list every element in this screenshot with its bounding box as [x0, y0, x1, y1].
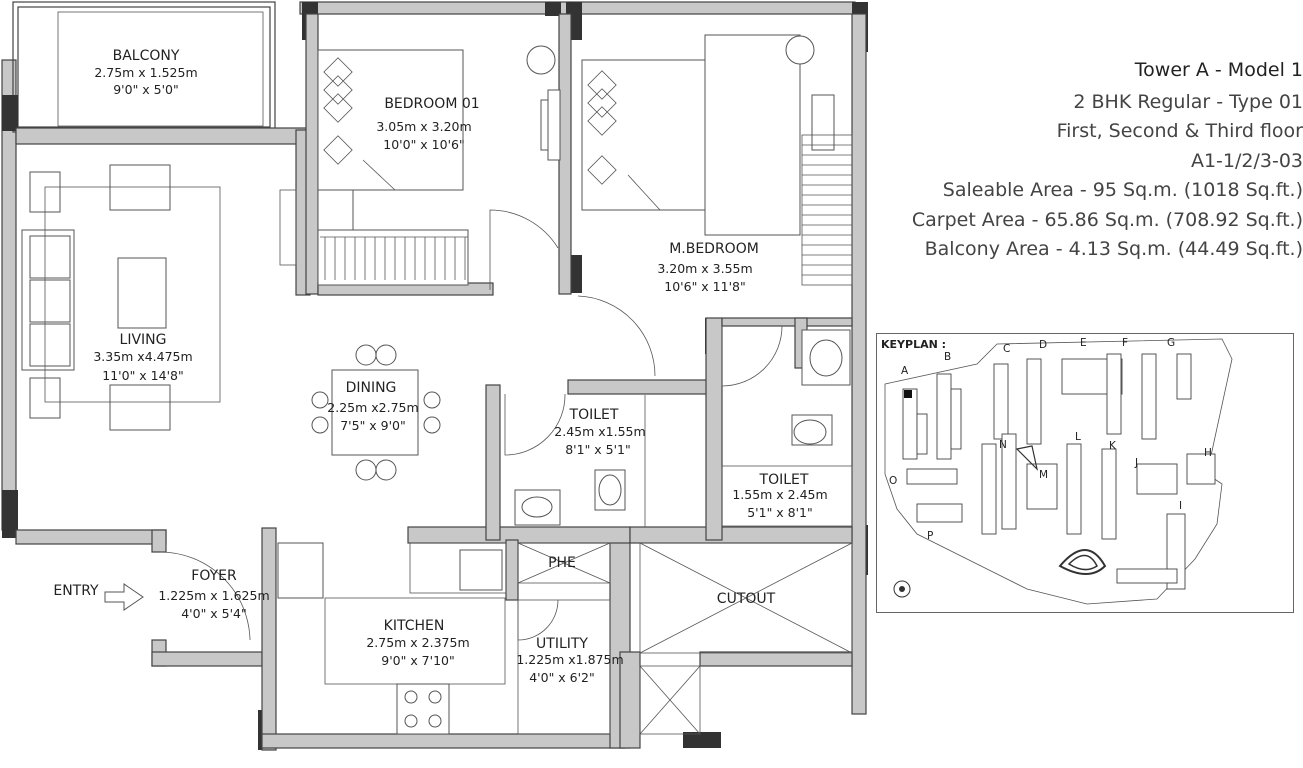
- balcony-metric: 2.75m x 1.525m: [94, 65, 197, 80]
- keyplan-label-j: J: [1134, 457, 1138, 469]
- unit-type: 2 BHK Regular - Type 01: [1073, 90, 1303, 113]
- keyplan-label-m: M: [1039, 469, 1048, 481]
- unit-info-panel: Tower A - Model 1 2 BHK Regular - Type 0…: [843, 56, 1303, 265]
- dining-imperial: 7'5" x 9'0": [340, 418, 406, 433]
- keyplan-label-k: K: [1109, 440, 1117, 452]
- foyer-name: FOYER: [191, 568, 237, 584]
- utility-metric: 1.225m x1.875m: [516, 652, 623, 667]
- keyplan-label-o: O: [889, 475, 897, 487]
- walls: [1, 1, 868, 751]
- keyplan-label-d: D: [1039, 339, 1047, 351]
- kitchen-imperial: 9'0" x 7'10": [381, 653, 454, 668]
- unit-floors: First, Second & Third floor: [1056, 120, 1303, 142]
- balcony-imperial: 9'0" x 5'0": [113, 82, 179, 97]
- bedroom1-metric: 3.05m x 3.20m: [376, 119, 471, 134]
- keyplan-label-e: E: [1080, 337, 1087, 349]
- furniture: [21, 34, 853, 735]
- toilet2-metric: 1.55m x 2.45m: [732, 487, 827, 502]
- balcony-name: BALCONY: [113, 48, 180, 64]
- dining-name: DINING: [346, 380, 397, 396]
- kitchen-metric: 2.75m x 2.375m: [366, 635, 469, 650]
- unit-code: A1-1/2/3-03: [1190, 149, 1303, 172]
- keyplan-label-a: A: [901, 365, 909, 377]
- mbedroom-imperial: 10'6" x 11'8": [664, 279, 745, 294]
- toilet2-name: TOILET: [759, 472, 809, 488]
- living-name: LIVING: [120, 332, 167, 348]
- toilet1-imperial: 8'1" x 5'1": [565, 442, 631, 457]
- living-imperial: 11'0" x 14'8": [102, 368, 183, 383]
- carpet-area: Carpet Area - 65.86 Sq.m. (708.92 Sq.ft.…: [911, 208, 1303, 231]
- balcony-area: Balcony Area - 4.13 Sq.m. (44.49 Sq.ft.): [924, 238, 1303, 260]
- phe-name: PHE: [548, 555, 576, 571]
- utility-name: UTILITY: [536, 636, 588, 652]
- room-labels: BALCONY 2.75m x 1.525m 9'0" x 5'0" BEDRO…: [53, 48, 827, 685]
- saleable-area: Saleable Area - 95 Sq.m. (1018 Sq.ft.): [942, 179, 1303, 201]
- toilet1-name: TOILET: [569, 407, 619, 423]
- keyplan: KEYPLAN :: [876, 333, 1294, 613]
- foyer-metric: 1.225m x 1.625m: [158, 588, 269, 603]
- keyplan-label-f: F: [1122, 337, 1128, 349]
- keyplan-label-b: B: [944, 351, 951, 363]
- keyplan-label-c: C: [1003, 343, 1010, 355]
- keyplan-label-l: L: [1075, 431, 1081, 443]
- keyplan-label-i: I: [1179, 500, 1182, 512]
- mbedroom-name: M.BEDROOM: [669, 241, 759, 257]
- unit-title: Tower A - Model 1: [1134, 59, 1303, 81]
- bedroom1-imperial: 10'0" x 10'6": [383, 137, 464, 152]
- toilet1-metric: 2.45m x1.55m: [554, 424, 645, 439]
- mbedroom-metric: 3.20m x 3.55m: [657, 261, 752, 276]
- utility-imperial: 4'0" x 6'2": [529, 670, 595, 685]
- keyplan-label-h: H: [1204, 447, 1212, 459]
- toilet2-imperial: 5'1" x 8'1": [747, 505, 813, 520]
- entry-label: ENTRY: [53, 583, 99, 599]
- keyplan-label-n: N: [999, 439, 1007, 451]
- keyplan-map: KEYPLAN :: [881, 337, 1233, 605]
- keyplan-title: KEYPLAN :: [881, 338, 946, 351]
- entry-arrow: [104, 583, 144, 611]
- bedroom1-name: BEDROOM 01: [384, 96, 479, 112]
- kitchen-name: KITCHEN: [384, 618, 445, 634]
- cutout-name: CUTOUT: [717, 591, 776, 607]
- living-metric: 3.35m x4.475m: [93, 349, 192, 364]
- foyer-imperial: 4'0" x 5'4": [181, 606, 247, 621]
- keyplan-label-g: G: [1167, 337, 1175, 349]
- keyplan-label-p: P: [927, 530, 933, 542]
- dining-metric: 2.25m x2.75m: [327, 400, 418, 415]
